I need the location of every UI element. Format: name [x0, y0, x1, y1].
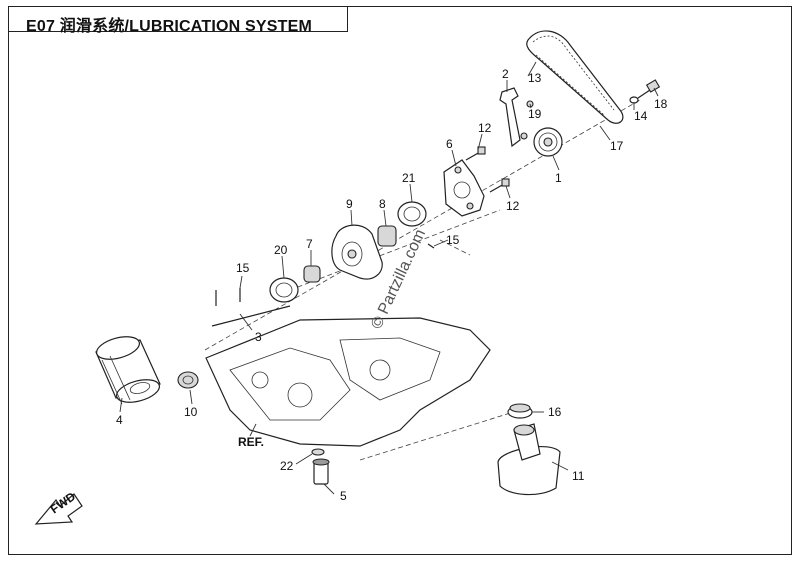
page-title: E07 润滑系统/LUBRICATION SYSTEM: [26, 18, 313, 35]
callout-12-lower: 12: [506, 199, 520, 213]
callout-7: 7: [306, 237, 313, 251]
callout-9: 9: [346, 197, 353, 211]
bolt-12-lower: [489, 178, 510, 193]
callout-18: 18: [654, 97, 668, 111]
callout-15-right: 15: [446, 233, 460, 247]
oil-filter: [95, 336, 161, 405]
callout-14: 14: [634, 109, 648, 123]
strainer-seal: [507, 403, 533, 419]
callout-labels: 1 2 3 4 5 6 7 8 9 10 11 12 12 13 14 15 1…: [116, 67, 668, 503]
callout-16: 16: [548, 405, 562, 419]
diagram-frame: [8, 6, 792, 555]
filter-fitting: [177, 371, 199, 389]
pressure-switch: [311, 448, 330, 485]
callout-8: 8: [379, 197, 386, 211]
callout-3: 3: [255, 330, 262, 344]
callout-6: 6: [446, 137, 453, 151]
callout-2: 2: [502, 67, 509, 81]
callout-11: 11: [572, 469, 585, 483]
outer-rotor-21: [397, 201, 427, 227]
callout-15-left: 15: [236, 261, 250, 275]
inner-rotor-7: [303, 265, 321, 283]
watermark: © Partzilla.com: [368, 227, 429, 332]
callout-1: 1: [555, 171, 562, 185]
callout-20: 20: [274, 243, 288, 257]
callout-17: 17: [610, 139, 624, 153]
callout-21: 21: [402, 171, 416, 185]
callout-5: 5: [340, 489, 347, 503]
crankcase: [205, 317, 491, 447]
forward-arrow: FWD: [34, 489, 83, 525]
pump-cover: [443, 159, 485, 217]
callout-12-upper: 12: [478, 121, 492, 135]
oil-pump-body: [331, 224, 383, 280]
timing-chain: [526, 30, 624, 124]
oil-pump-sprocket: [533, 127, 563, 157]
dowel-pins: [215, 243, 435, 306]
pump-shaft: [211, 305, 291, 327]
oil-strainer: [497, 423, 561, 496]
leader-lines: [119, 61, 659, 495]
bolt-12-upper: [465, 146, 486, 161]
inner-rotor-8: [377, 225, 397, 247]
callout-19: 19: [528, 107, 542, 121]
outer-rotor-20: [269, 277, 299, 303]
callout-4: 4: [116, 413, 123, 427]
title-box: E07 润滑系统/LUBRICATION SYSTEM: [8, 6, 348, 35]
assembly-axes: [204, 99, 641, 461]
callout-22: 22: [280, 459, 294, 473]
callout-10: 10: [184, 405, 198, 419]
callout-13: 13: [528, 71, 542, 85]
ref-label: REF.: [238, 435, 264, 449]
